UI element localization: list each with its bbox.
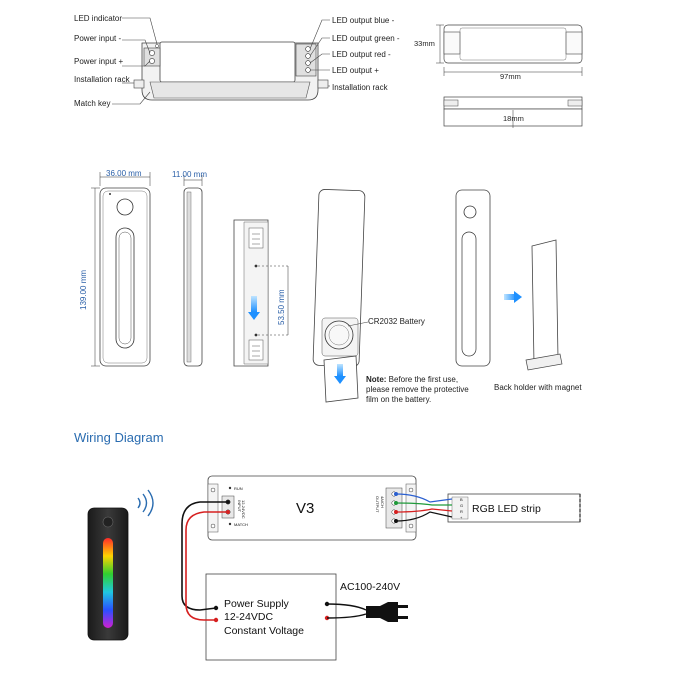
label-installation-rack-right: Installation rack xyxy=(332,83,389,92)
dim-controller-depth: 18mm xyxy=(503,114,524,123)
label-led-output-plus: LED output + xyxy=(332,66,379,75)
battery-note-bold: Note: xyxy=(366,375,386,384)
battery-note-line2: please remove the protective xyxy=(366,385,469,394)
psu-line2: 12-24VDC xyxy=(224,611,273,623)
controller-match-label: MATCH xyxy=(234,522,248,527)
remote-side-view xyxy=(183,175,203,367)
controller-top-view xyxy=(436,24,583,76)
controller-side-view xyxy=(443,96,583,128)
remote-front-view xyxy=(91,172,151,367)
wiring-controller xyxy=(207,475,417,541)
controller-run-label: RUN xyxy=(234,486,243,491)
label-match-key: Match key xyxy=(74,99,110,108)
psu-line3: Constant Voltage xyxy=(224,625,304,637)
remote-holder-view xyxy=(455,189,563,371)
battery-label: CR2032 Battery xyxy=(368,317,425,326)
mains-label: AC100-240V xyxy=(340,581,400,593)
power-supply xyxy=(205,573,337,661)
led-strip xyxy=(447,493,581,523)
input-wires xyxy=(181,500,230,621)
led-strip-label: RGB LED strip xyxy=(472,503,541,515)
remote-battery-view xyxy=(312,189,369,403)
wiring-remote xyxy=(87,507,129,641)
label-power-input-plus: Power input + xyxy=(74,57,123,66)
strip-pin-b: B xyxy=(460,497,463,502)
label-led-indicator: LED indicator xyxy=(74,14,122,23)
label-led-output-red: LED output red - xyxy=(332,50,391,59)
controller-name: V3 xyxy=(296,500,314,517)
controller-output-label: OUTPUT xyxy=(375,496,380,513)
battery-note-line1: Note: Before the first use, xyxy=(366,375,458,384)
holder-label: Back holder with magnet xyxy=(494,383,582,392)
wireless-signal-icon xyxy=(137,489,154,517)
dim-controller-length: 97mm xyxy=(500,72,521,81)
battery-note-line3: film on the battery. xyxy=(366,395,431,404)
controller-input-voltage: 12-24VDC xyxy=(241,500,246,519)
strip-pin-plus: + xyxy=(460,515,463,520)
dim-remote-thickness: 11.00 mm xyxy=(172,170,207,179)
wiring-title: Wiring Diagram xyxy=(74,430,164,445)
dim-controller-height: 33mm xyxy=(414,39,435,48)
mains-plug-icon xyxy=(326,602,408,622)
output-wires xyxy=(394,492,453,523)
label-power-input-minus: Power input - xyxy=(74,34,121,43)
dim-remote-width: 36.00 mm xyxy=(106,169,142,178)
battery-note-rest: Before the first use, xyxy=(386,375,458,384)
controller-illustration xyxy=(112,17,330,105)
remote-back-view xyxy=(233,219,290,367)
strip-pin-r: R xyxy=(460,509,463,514)
controller-output-rating: 4A/CH xyxy=(380,496,385,508)
label-installation-rack-left: Installation rack xyxy=(74,75,131,84)
label-led-output-green: LED output green - xyxy=(332,34,400,43)
strip-pin-g: G xyxy=(460,503,463,508)
label-led-output-blue: LED output blue - xyxy=(332,16,395,25)
dim-remote-height: 139.00 mm xyxy=(79,270,88,310)
controller-input-label: INPUT xyxy=(237,500,242,513)
psu-line1: Power Supply xyxy=(224,598,290,610)
dim-battery-offset: 53.50 mm xyxy=(277,289,286,325)
